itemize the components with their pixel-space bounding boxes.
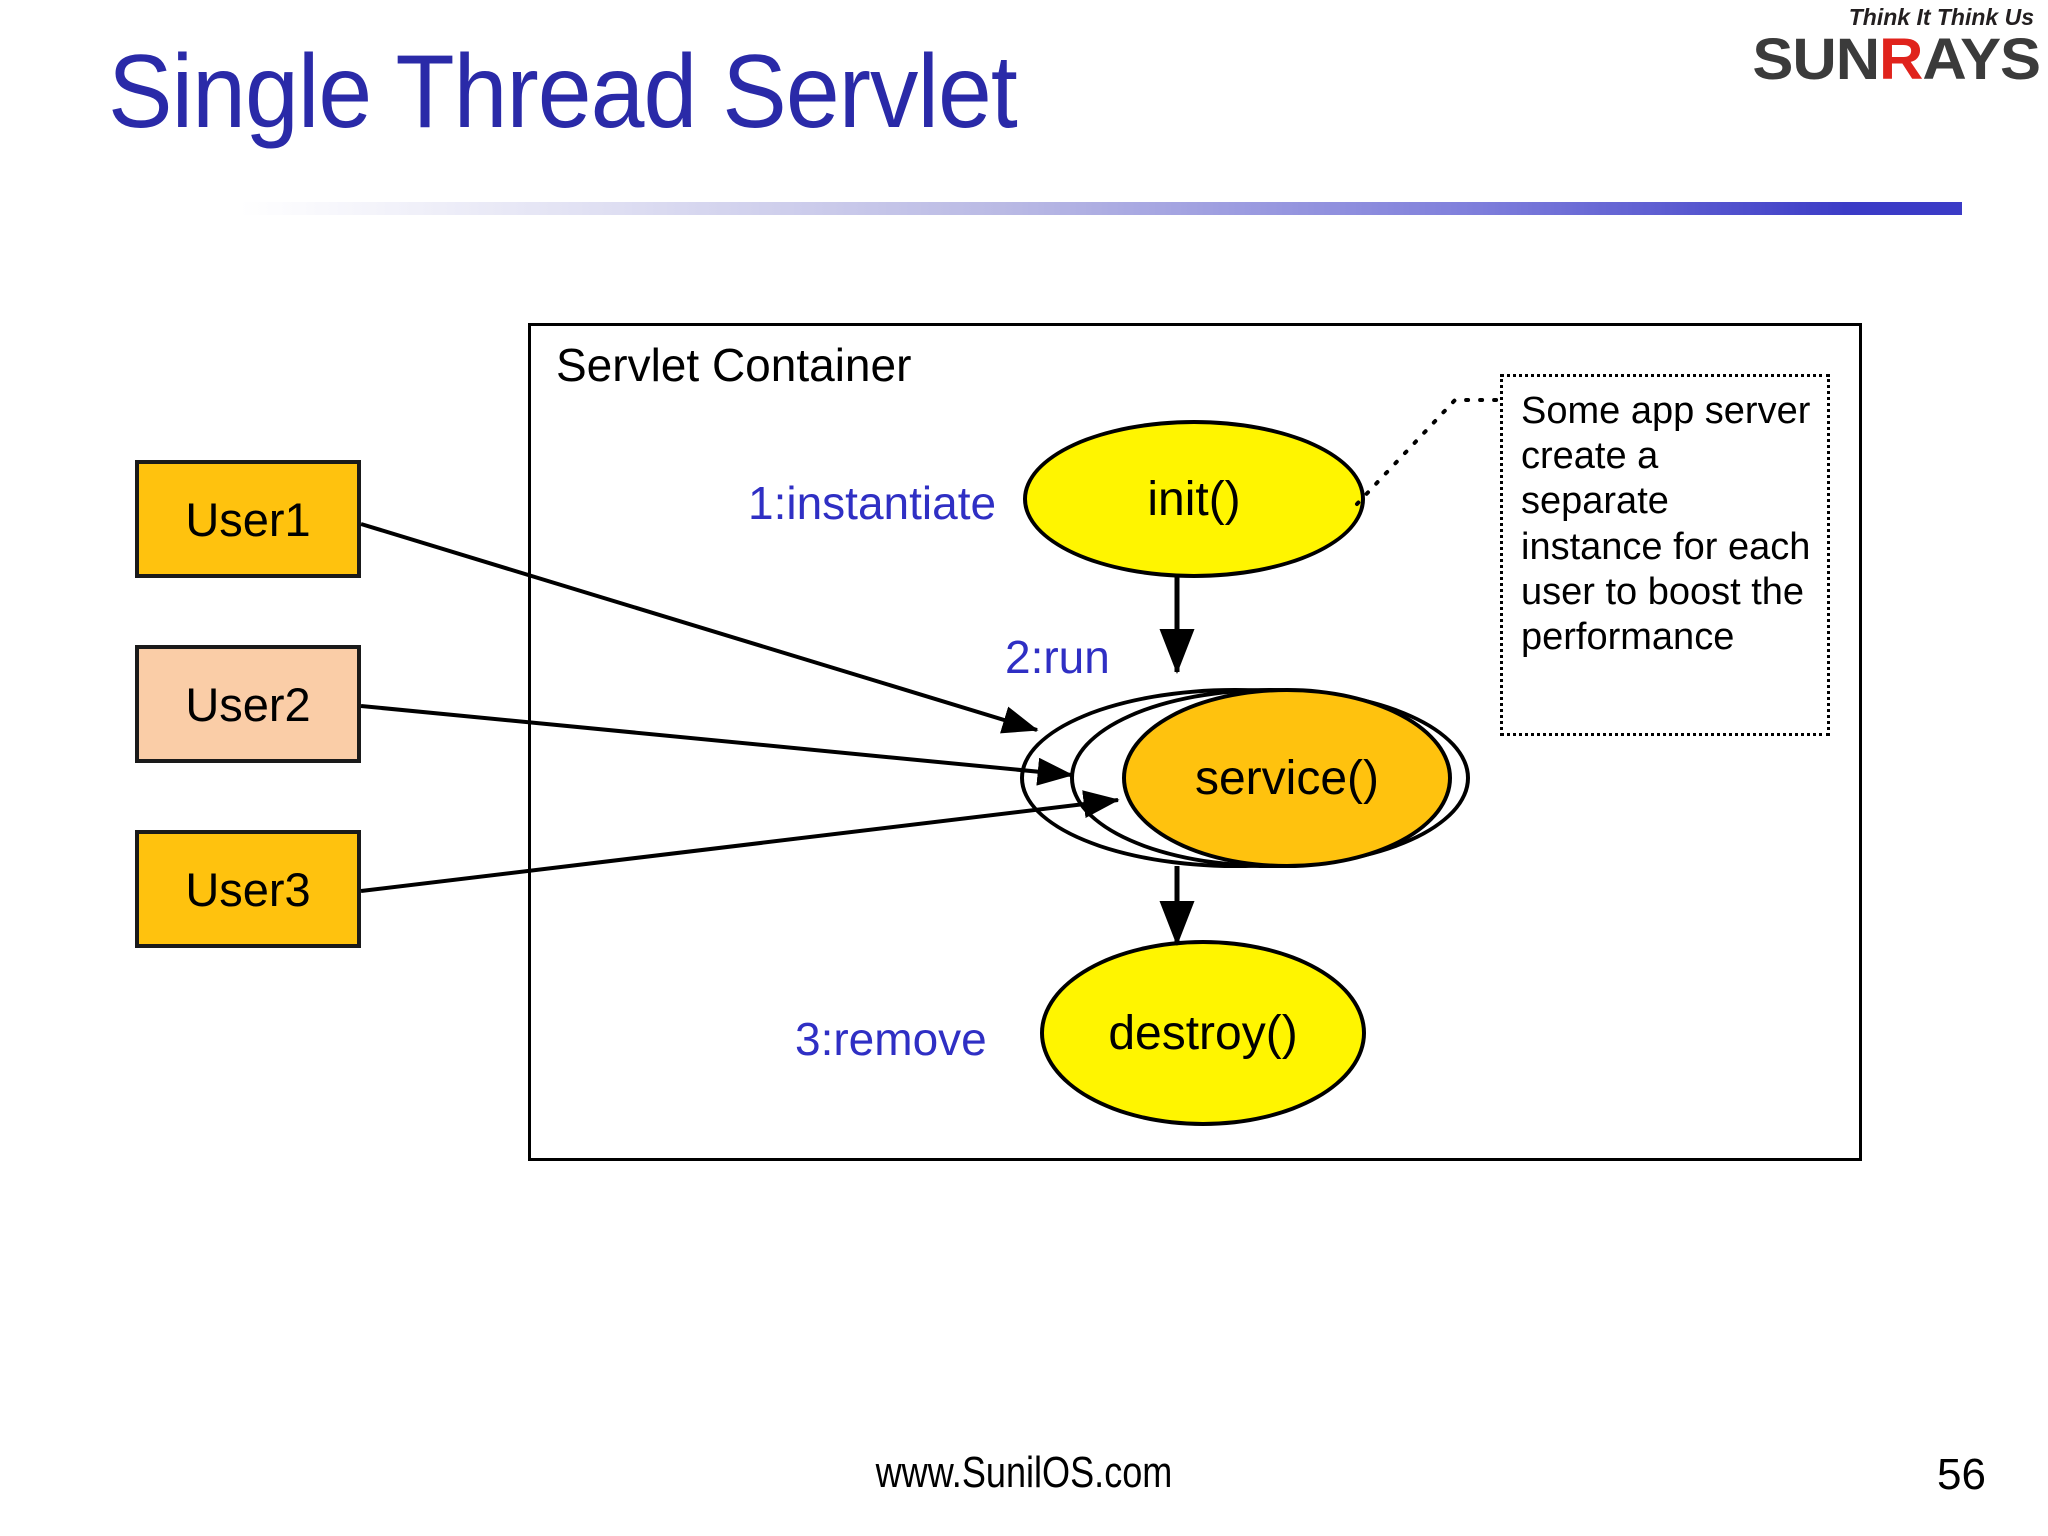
user-box-label: User3	[185, 862, 311, 916]
logo-word-part2: AYS	[1922, 27, 2041, 92]
logo-wordmark: SUNRAYS	[1641, 31, 2041, 89]
node-destroy-label: destroy()	[1108, 1006, 1298, 1060]
user-box-label: User2	[185, 677, 311, 731]
node-service: service()	[1122, 688, 1452, 868]
title-divider	[130, 202, 1962, 215]
page-title: Single Thread Servlet	[108, 34, 1018, 150]
sunrays-logo: Think It Think Us SUNRAYS	[1664, 4, 2041, 90]
user-box-user3: User3	[135, 830, 361, 948]
logo-word-accent: R	[1879, 27, 1923, 92]
page-number: 56	[1937, 1450, 1986, 1499]
node-init-label: init()	[1147, 472, 1241, 526]
servlet-container-label: Servlet Container	[556, 339, 912, 391]
user-box-user1: User1	[135, 460, 361, 578]
user-box-user2: User2	[135, 645, 361, 763]
node-destroy: destroy()	[1040, 940, 1366, 1126]
node-service-label: service()	[1194, 751, 1379, 805]
logo-tagline: Think It Think Us	[1848, 4, 2034, 30]
logo-word-part1: SUN	[1752, 27, 1880, 92]
step-label-run: 2:run	[1005, 631, 1110, 683]
callout-note: Some app server create a separate instan…	[1500, 374, 1830, 736]
step-label-remove: 3:remove	[795, 1013, 987, 1065]
node-init: init()	[1023, 420, 1365, 578]
footer-url: www.SunilOS.com	[875, 1448, 1173, 1497]
step-label-instantiate: 1:instantiate	[748, 477, 997, 529]
user-box-label: User1	[185, 492, 311, 546]
